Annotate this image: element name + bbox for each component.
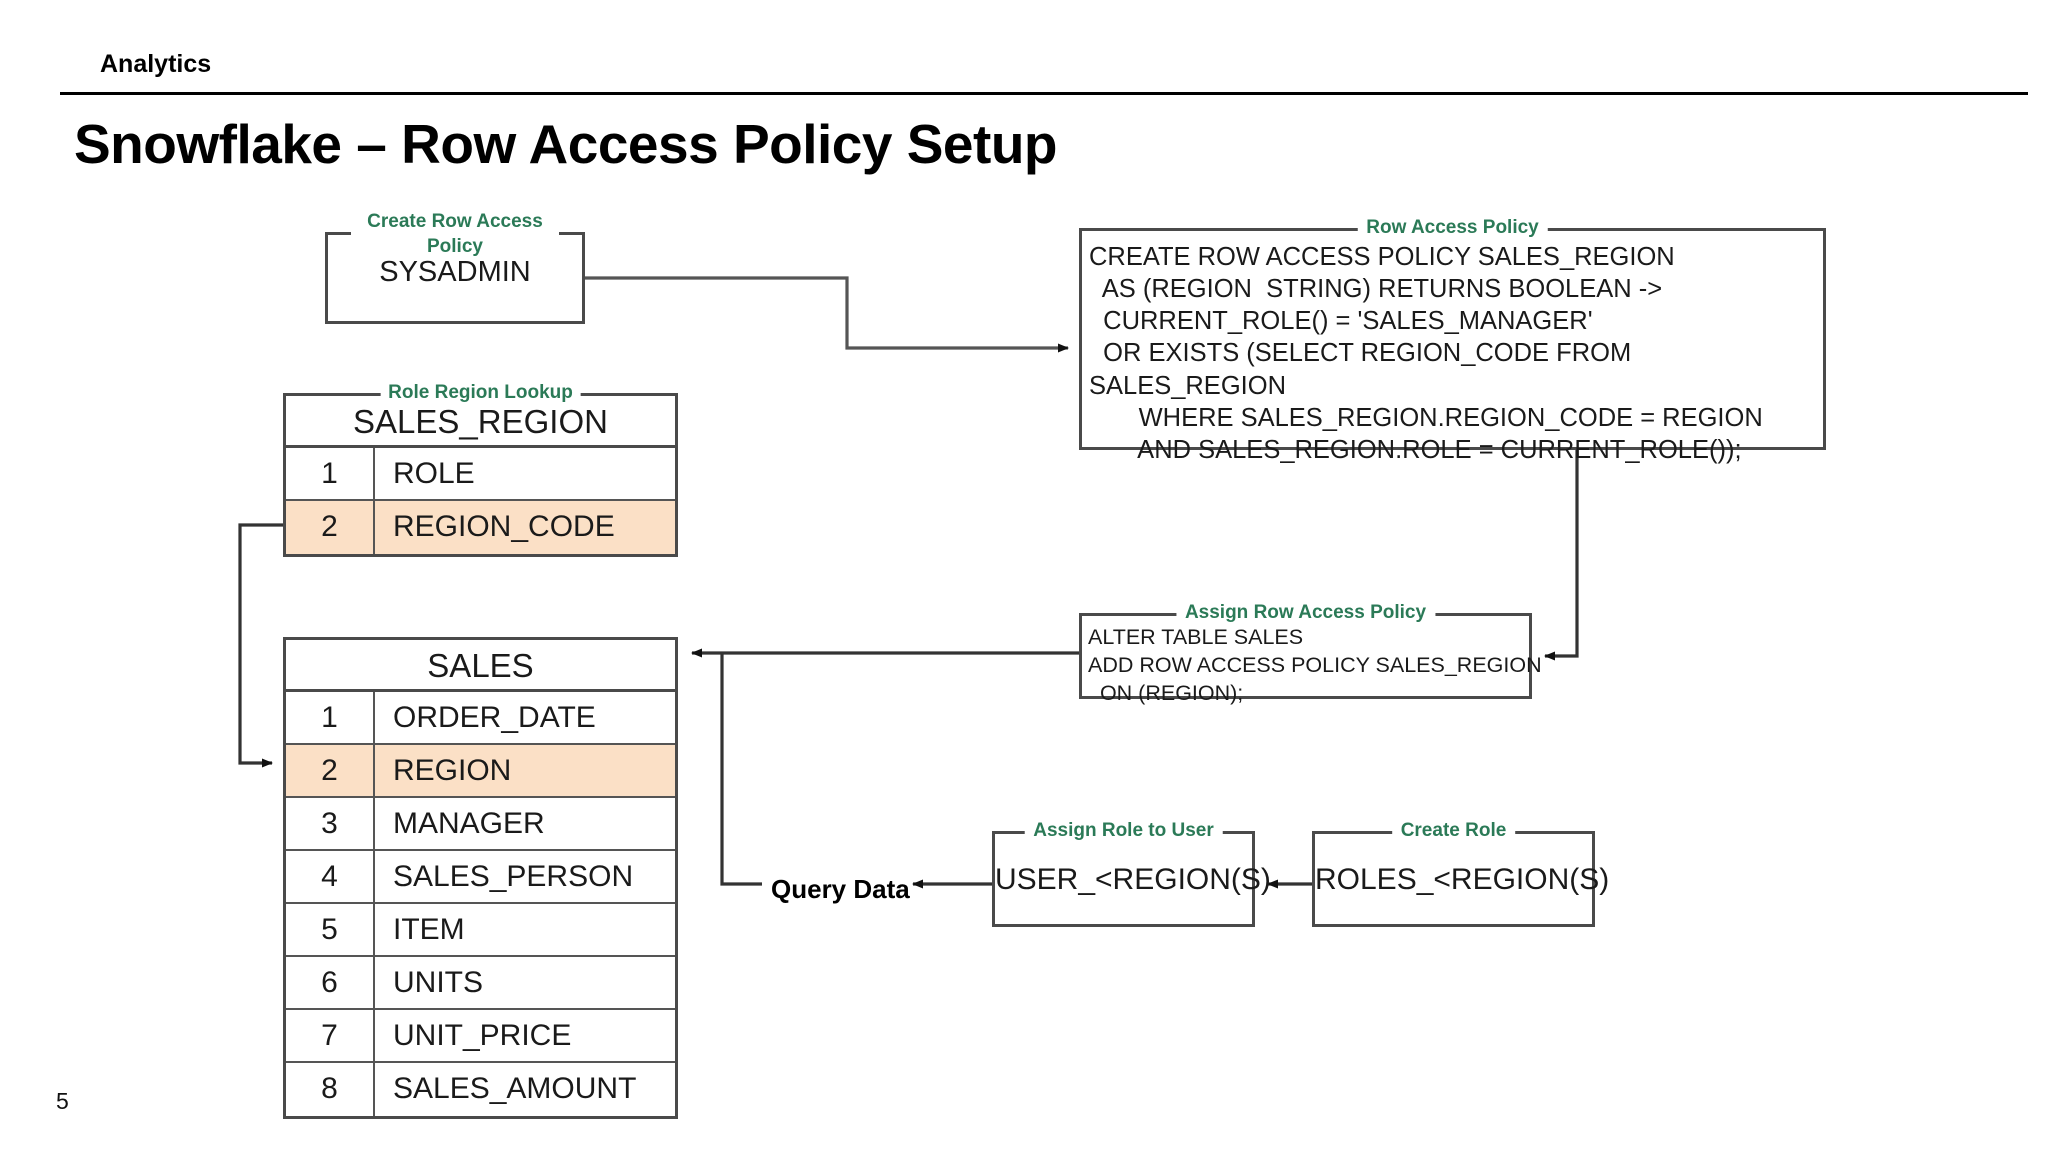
slide-header: Analytics <box>0 0 2048 100</box>
table-row: 1 ORDER_DATE <box>286 692 675 745</box>
table-row-column-name: MANAGER <box>393 807 545 840</box>
table-row: 3 MANAGER <box>286 798 675 851</box>
table-row-index: 2 <box>286 745 375 796</box>
table-row-index: 1 <box>286 692 375 743</box>
page-title: Snowflake – Row Access Policy Setup <box>74 113 1058 175</box>
box-legend-row-access-policy: Row Access Policy <box>1357 218 1548 238</box>
table-row-column-name: REGION_CODE <box>393 510 615 543</box>
table-row-index: 2 <box>286 501 375 554</box>
table-rows-sales: 1 ORDER_DATE 2 REGION 3 MANAGER 4 SALES_PERSON 5… <box>286 692 675 1116</box>
box-legend-create-row-access-policy: Create Row Access Policy <box>351 209 559 259</box>
entity-table-sales-region[interactable]: Role Region Lookup SALES_REGION 1 ROLE 2 RE… <box>283 383 678 557</box>
table-row-column-name: UNIT_PRICE <box>393 1019 572 1052</box>
table-row-column-name: ITEM <box>393 913 465 946</box>
box-body-create-role: ROLES_<REGION(S) <box>1315 863 1610 896</box>
table-rows-sales-region: 1 ROLE 2 REGION_CODE <box>286 448 675 554</box>
table-row: 2 REGION <box>286 745 675 798</box>
table-row: 8 SALES_AMOUNT <box>286 1063 675 1116</box>
table-row: 6 UNITS <box>286 957 675 1010</box>
box-body-assign-role-to-user: USER_<REGION(S) <box>995 863 1271 896</box>
table-row-column-name: SALES_AMOUNT <box>393 1072 637 1105</box>
table-row-column-name: ROLE <box>393 457 475 490</box>
table-legend-role-region-lookup: Role Region Lookup <box>380 383 581 403</box>
box-legend-assign-role-to-user: Assign Role to User <box>1024 821 1223 841</box>
table-row-index: 8 <box>286 1063 375 1116</box>
page-number: 5 <box>56 1088 69 1114</box>
table-row-column-name: SALES_PERSON <box>393 860 634 893</box>
table-row-column-name: REGION <box>393 754 512 787</box>
table-row: 7 UNIT_PRICE <box>286 1010 675 1063</box>
box-create-role[interactable]: Create Role ROLES_<REGION(S) <box>1312 821 1610 927</box>
table-row: 2 REGION_CODE <box>286 501 675 554</box>
table-row: 1 ROLE <box>286 448 675 501</box>
table-row-index: 3 <box>286 798 375 849</box>
table-row: 4 SALES_PERSON <box>286 851 675 904</box>
table-row-index: 7 <box>286 1010 375 1061</box>
table-row-column-name: ORDER_DATE <box>393 701 596 734</box>
header-eyebrow: Analytics <box>100 50 212 78</box>
box-create-row-access-policy[interactable]: Create Row Access Policy SYSADMIN <box>325 209 585 324</box>
table-title-sales-region: SALES_REGION <box>286 396 675 448</box>
table-row-index: 5 <box>286 904 375 955</box>
entity-table-sales[interactable]: SALES 1 ORDER_DATE 2 REGION 3 MANAGER 4 SALES_P… <box>283 637 678 1119</box>
table-row-index: 4 <box>286 851 375 902</box>
box-body-row-access-policy-sql: CREATE ROW ACCESS POLICY SALES_REGION AS… <box>1089 243 1763 464</box>
box-legend-assign-row-access-policy: Assign Row Access Policy <box>1175 603 1436 623</box>
table-title-sales: SALES <box>286 640 675 692</box>
table-row-index: 1 <box>286 448 375 499</box>
label-query-data: Query Data <box>771 874 910 904</box>
table-row-column-name: UNITS <box>393 966 483 999</box>
table-row: 5 ITEM <box>286 904 675 957</box>
box-assign-row-access-policy[interactable]: Assign Row Access Policy ALTER TABLE SAL… <box>1079 603 1542 705</box>
box-body-create-row-access-policy: SYSADMIN <box>379 256 531 288</box>
box-body-assign-row-access-policy-sql: ALTER TABLE SALES ADD ROW ACCESS POLICY … <box>1088 625 1542 705</box>
box-legend-create-role: Create Role <box>1391 821 1516 841</box>
box-assign-role-to-user[interactable]: Assign Role to User USER_<REGION(S) <box>992 821 1271 927</box>
table-row-index: 6 <box>286 957 375 1008</box>
header-divider <box>60 92 2028 95</box>
box-row-access-policy[interactable]: Row Access Policy CREATE ROW ACCESS POLI… <box>1079 218 1826 464</box>
